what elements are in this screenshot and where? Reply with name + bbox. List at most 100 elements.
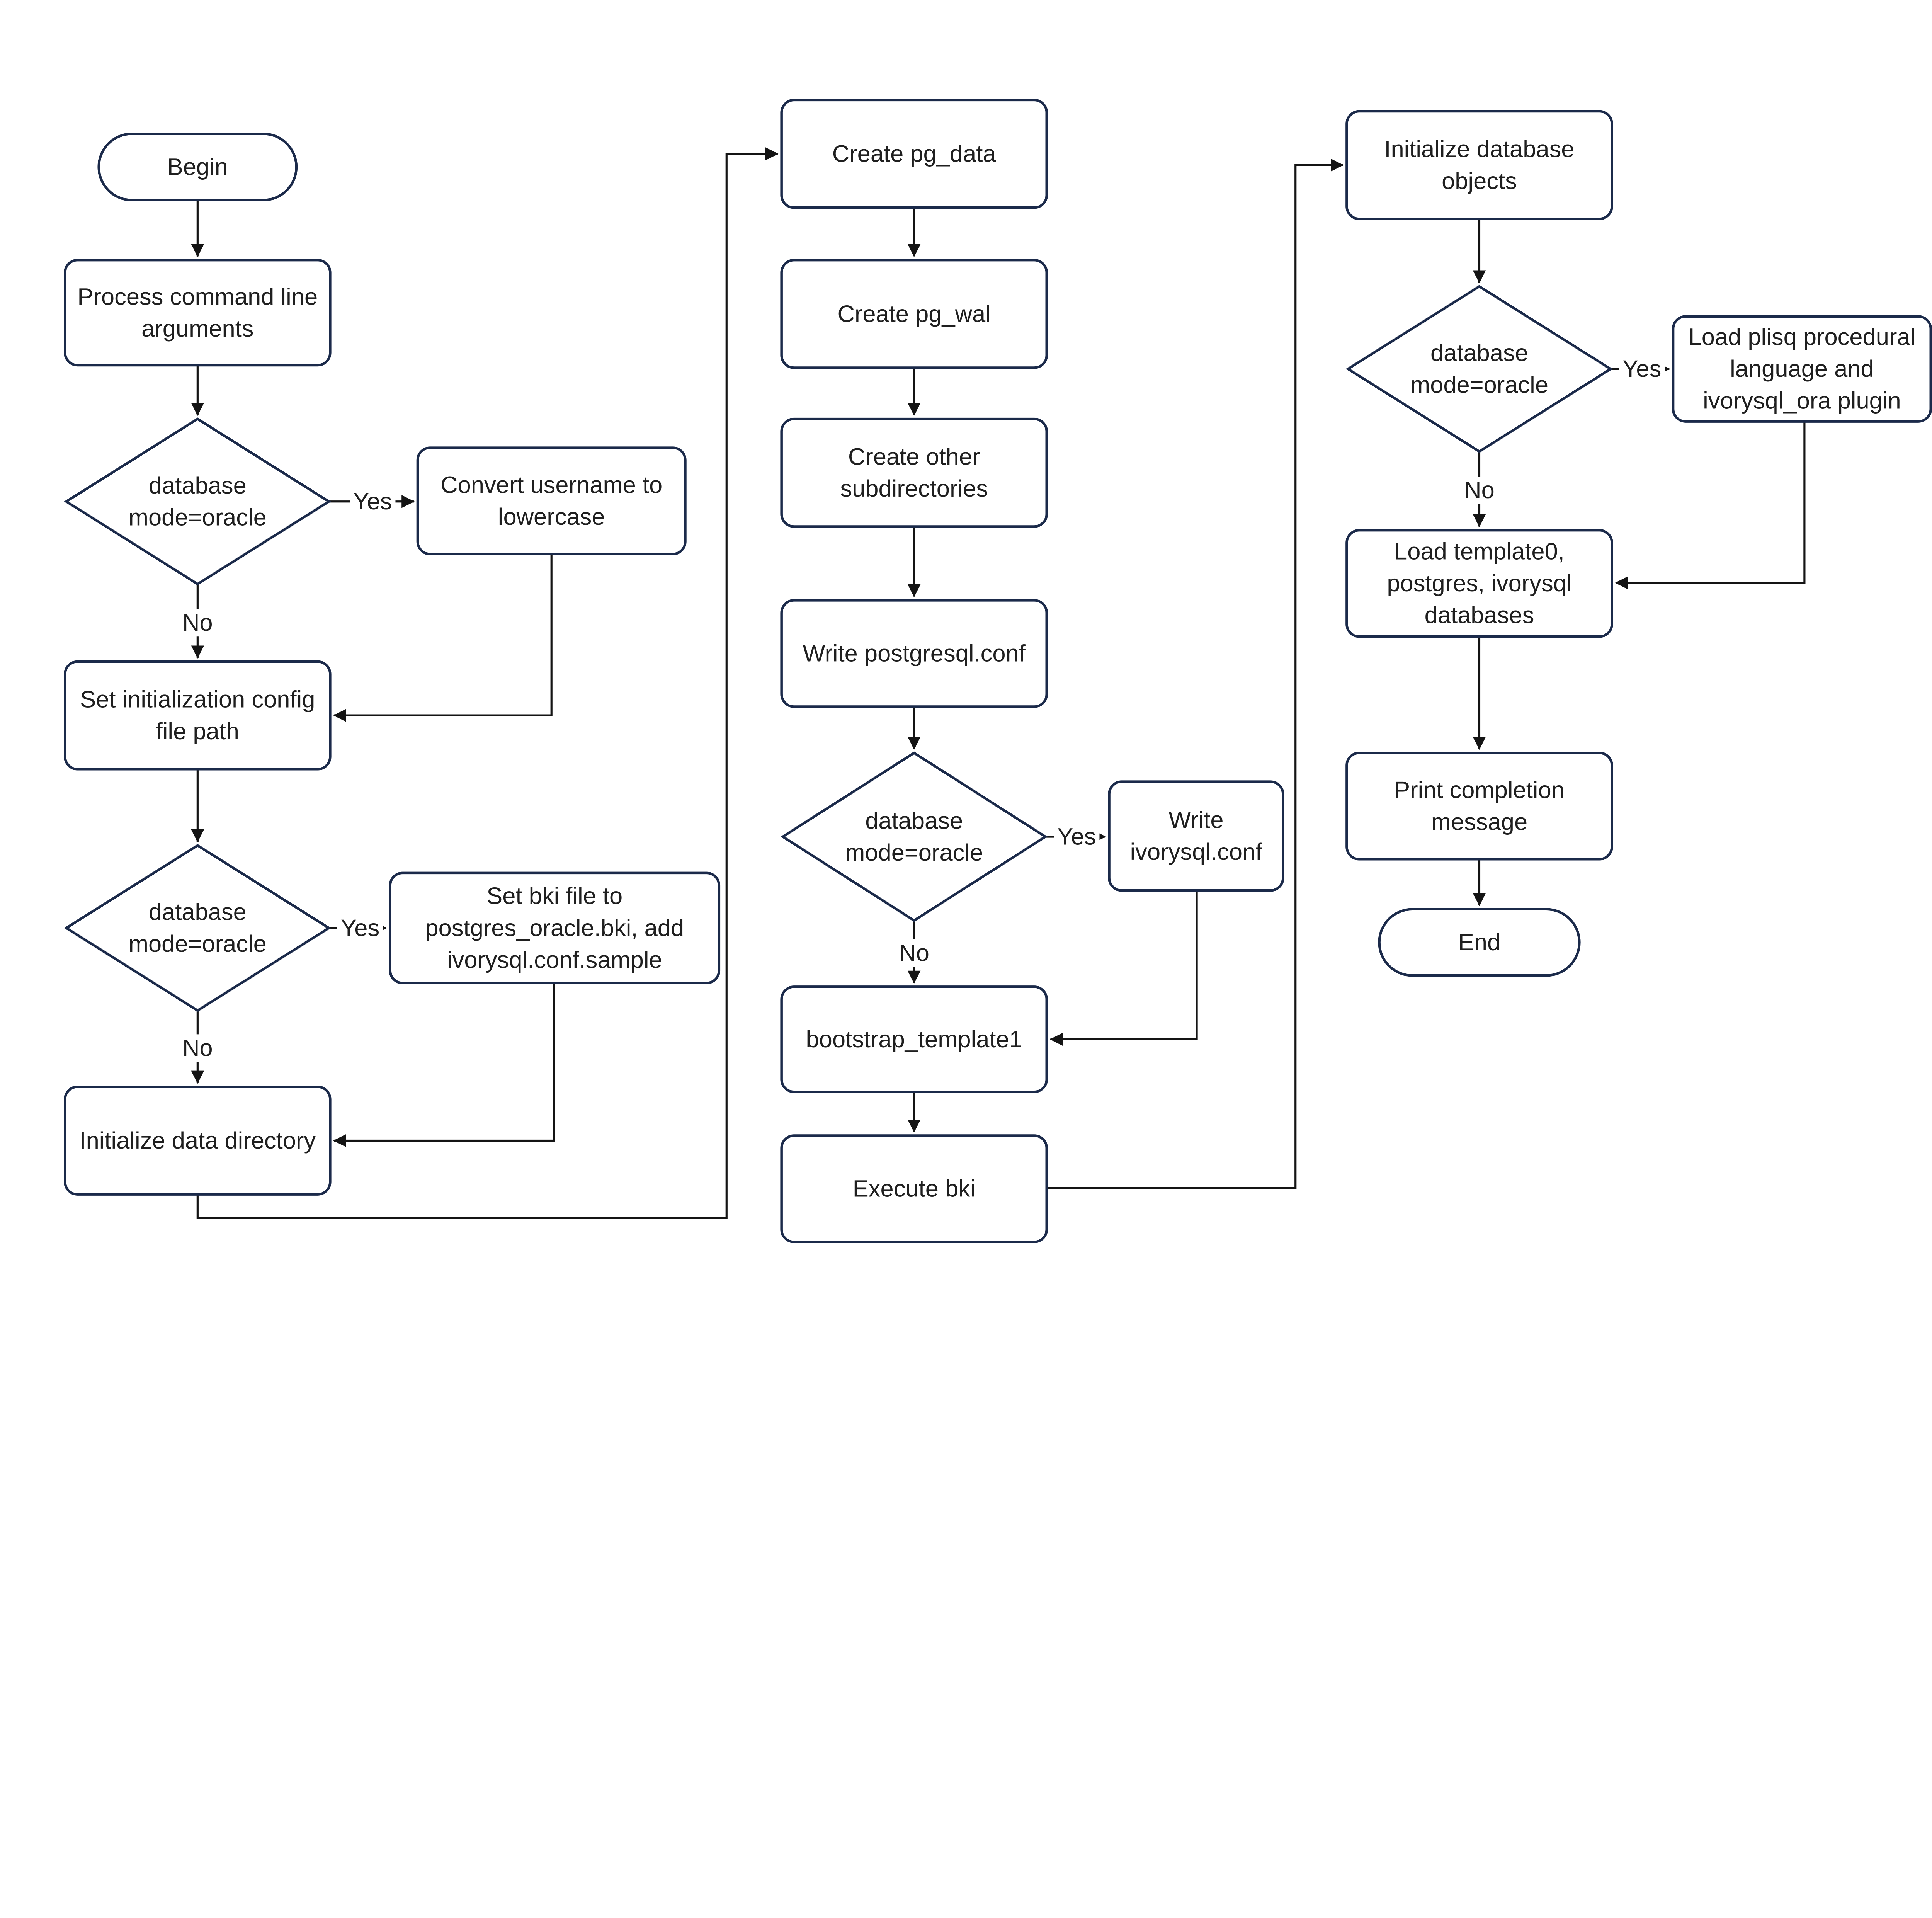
edge-label-yes-decision-2-yes-set-bki-file: Yes — [337, 914, 383, 942]
edge-label-no-decision-4-no-load-databases: No — [1462, 477, 1497, 504]
edge-label-yes-decision-3-yes-write-ivorysql-conf: Yes — [1054, 823, 1100, 851]
node-begin: Begin — [97, 133, 298, 202]
node-init-data-dir: Initialize data directory — [64, 1086, 332, 1196]
edge-label-text: Yes — [1057, 824, 1096, 850]
edge-label-text: No — [182, 1035, 213, 1061]
decision-mode-1-diamond-shape — [64, 417, 332, 586]
node-create-pg-data: Create pg_data — [780, 99, 1048, 209]
convert-username-process-shape — [416, 446, 687, 555]
write-ivorysql-conf-process-shape — [1108, 780, 1284, 892]
node-write-postgresql-conf: Write postgresql.conf — [780, 599, 1048, 708]
edge-label-yes-decision-1-yes-convert-username: Yes — [350, 488, 396, 516]
edge-write-ivorysql-conf-to-bootstrap-template1 — [1049, 890, 1198, 1046]
init-db-objects-process-shape — [1345, 110, 1613, 220]
init-data-dir-process-shape — [64, 1086, 332, 1196]
edge-label-text: Yes — [1622, 356, 1661, 382]
init-data-dir-label: Initialize data directory — [80, 1127, 316, 1154]
edge-set-bki-file-to-init-data-dir — [333, 983, 555, 1147]
write-postgresql-conf-label: Write postgresql.conf — [803, 640, 1026, 667]
write-postgresql-conf-process-shape — [780, 599, 1048, 708]
edge-label-yes-decision-4-yes-load-plisq-plugin: Yes — [1619, 355, 1665, 383]
begin-stadium-shape — [97, 133, 298, 202]
edge-label-background — [1619, 355, 1665, 383]
create-pg-wal-label: Create pg_wal — [838, 301, 991, 327]
edge-convert-username-to-set-config-path — [333, 554, 553, 722]
begin-label: Begin — [167, 154, 228, 180]
edge-label-text: No — [1464, 477, 1495, 504]
set-config-path-process-shape — [64, 660, 332, 771]
create-pg-wal-process-shape — [780, 259, 1048, 369]
decision-mode-2-diamond-shape — [64, 844, 332, 1012]
bootstrap-template1-label: bootstrap_template1 — [806, 1026, 1022, 1053]
create-pg-data-process-shape — [780, 99, 1048, 209]
process-args-process-shape — [64, 259, 332, 367]
edge-init-data-dir-to-create-pg-data — [196, 147, 779, 1219]
execute-bki-process-shape — [780, 1134, 1048, 1243]
edge-label-background — [180, 1034, 215, 1062]
edge-label-text: No — [182, 609, 213, 636]
node-create-pg-wal: Create pg_wal — [780, 259, 1048, 369]
create-pg-data-label: Create pg_data — [832, 141, 997, 167]
load-databases-process-shape — [1345, 529, 1613, 638]
edge-load-plisq-plugin-to-load-databases — [1615, 421, 1806, 589]
node-execute-bki: Execute bki — [780, 1134, 1048, 1243]
edge-label-no-decision-3-no-bootstrap-template1: No — [897, 939, 931, 967]
edge-label-background — [180, 609, 215, 637]
execute-bki-label: Execute bki — [853, 1176, 976, 1202]
create-subdirs-process-shape — [780, 417, 1048, 528]
edge-label-background — [337, 914, 383, 942]
edge-label-text: No — [899, 940, 929, 967]
set-bki-file-process-shape — [389, 871, 721, 984]
edge-label-background — [350, 488, 396, 516]
node-end: End — [1378, 908, 1581, 977]
end-stadium-shape — [1378, 908, 1581, 977]
edge-label-no-decision-2-no-init-data-dir: No — [180, 1034, 215, 1062]
edge-label-background — [1054, 823, 1100, 851]
edge-label-text: Yes — [341, 915, 379, 941]
load-plisq-plugin-process-shape — [1672, 315, 1932, 423]
decision-mode-3-diamond-shape — [780, 751, 1048, 922]
edge-label-text: Yes — [353, 488, 392, 515]
edge-label-background — [897, 939, 931, 967]
bootstrap-template1-process-shape — [780, 985, 1048, 1093]
decision-mode-4-diamond-shape — [1345, 285, 1613, 453]
node-bootstrap-template1: bootstrap_template1 — [780, 985, 1048, 1093]
edge-label-no-decision-1-no-set-config-path: No — [180, 609, 215, 637]
print-completion-process-shape — [1345, 751, 1613, 861]
edge-label-background — [1462, 477, 1497, 504]
end-label: End — [1458, 929, 1500, 956]
edge-execute-bki-to-init-db-objects — [1046, 158, 1344, 1190]
